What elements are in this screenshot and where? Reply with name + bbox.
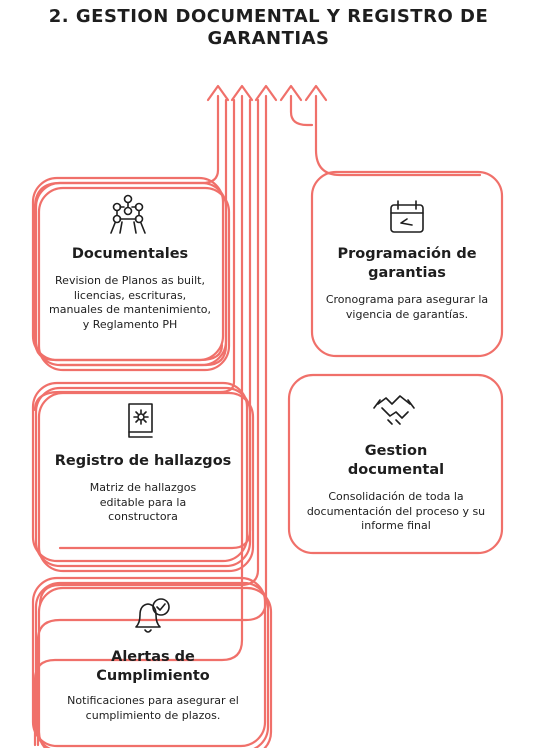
card-alertas-text: Alertas de Cumplimiento Notificaciones p… (50, 648, 256, 723)
card-title: Alertas de Cumplimiento (96, 649, 210, 684)
card-gestion-text: Gestion documental Consolidación de toda… (300, 442, 492, 534)
handshake-icon (373, 395, 415, 425)
arrow-head-1 (206, 84, 230, 102)
card-programacion-text: Programación de garantias Cronograma par… (322, 245, 492, 322)
card-title: Registro de hallazgos (54, 453, 232, 469)
card-description: Consolidación de toda la documentación d… (306, 490, 486, 532)
arrow-head-3 (254, 84, 278, 102)
card-registro-text: Registro de hallazgos Matriz de hallazgo… (50, 452, 236, 525)
calendar-icon (390, 200, 424, 233)
page-title: 2. GESTION DOCUMENTAL Y REGISTRO DE GARA… (48, 6, 489, 49)
book-icon (128, 403, 153, 438)
atomium-icon (110, 194, 146, 234)
card-documentales (31, 176, 225, 362)
card-registro-hallazgos (31, 381, 249, 563)
card-alertas (31, 576, 267, 748)
card-documentales-text: Documentales Revision de Planos as built… (46, 245, 214, 332)
card-programacion (310, 170, 504, 358)
flow-line-4 (289, 94, 314, 127)
bell-check-icon (135, 598, 170, 633)
card-description: Cronograma para asegurar la vigencia de … (325, 293, 489, 321)
card-description: Matriz de hallazgos editable para la con… (89, 481, 197, 523)
card-description: Revision de Planos as built, licencias, … (48, 274, 212, 331)
card-title: Programación de garantias (337, 246, 477, 281)
flow-line-5 (314, 94, 482, 177)
arrow-head-2 (230, 84, 254, 102)
arrow-head-5 (304, 84, 328, 102)
card-description: Notificaciones para asegurar el cumplimi… (67, 694, 239, 722)
arrow-head-4 (279, 84, 303, 102)
card-title: Documentales (71, 246, 189, 262)
card-gestion-documental (287, 373, 504, 555)
card-title: Gestion documental (347, 443, 445, 478)
